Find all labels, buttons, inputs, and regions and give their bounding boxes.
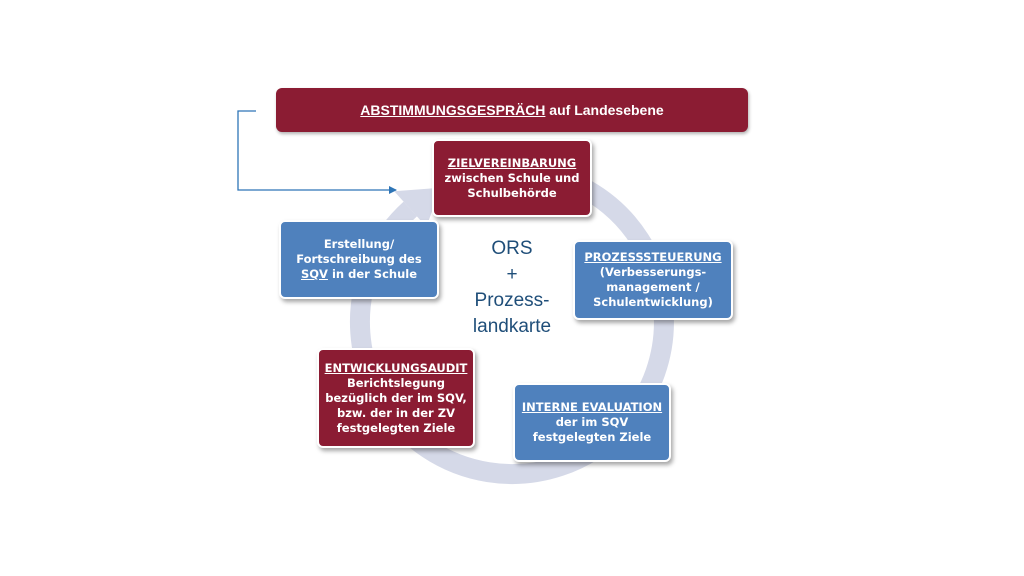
step-zielvereinbarung: ZIELVEREINBARUNG zwischen Schule und Sch…	[432, 139, 592, 217]
step-interne-evaluation: INTERNE EVALUATION der im SQV festgelegt…	[513, 383, 671, 462]
banner-title: ABSTIMMUNGSGESPRÄCH	[360, 102, 546, 118]
step-text-line: (Verbesserungs-	[599, 265, 707, 279]
cycle-arrowhead	[394, 187, 441, 227]
step-text-line: Berichtslegung	[346, 375, 446, 390]
banner-subtitle: auf Landesebene	[545, 102, 664, 118]
center-label: ORS + Prozess- landkarte	[456, 236, 568, 340]
step-text-line: festgelegten Ziele	[336, 420, 456, 435]
center-line-4: landkarte	[472, 316, 552, 337]
step-title: PROZESSSTEUERUNG	[584, 250, 722, 264]
step-text-line: Fortschreibung des	[296, 252, 422, 266]
step-title: ENTWICKLUNGSAUDIT	[324, 360, 468, 375]
step-text-line: bzw. der in der ZV	[337, 405, 455, 420]
step-text-rest: in der Schule	[327, 267, 418, 281]
step-text-line: SQV in der Schule	[301, 267, 417, 282]
center-line-2: +	[506, 264, 518, 285]
center-line-1: ORS	[491, 238, 533, 259]
feedback-arrow	[237, 110, 397, 194]
step-erstellung-sqv: Erstellung/ Fortschreibung des SQV in de…	[279, 220, 439, 299]
step-text-line: Erstellung/	[323, 237, 395, 251]
sqv-abbreviation: SQV	[300, 267, 328, 281]
step-text-line: management /	[606, 280, 700, 294]
banner-abstimmungsgespraech: ABSTIMMUNGSGESPRÄCH auf Landesebene	[276, 88, 748, 132]
step-prozesssteuerung: PROZESSSTEUERUNG (Verbesserungs- managem…	[573, 240, 733, 320]
step-title: INTERNE EVALUATION	[521, 400, 663, 414]
center-line-3: Prozess-	[474, 290, 550, 311]
step-title: ZIELVEREINBARUNG	[447, 155, 577, 170]
step-text-line: Schulbehörde	[467, 185, 557, 200]
step-text-line: zwischen Schule und	[444, 170, 580, 185]
step-text-line: festgelegten Ziele	[532, 430, 652, 444]
cycle-arrow	[350, 160, 674, 484]
cycle-ring	[350, 160, 674, 484]
step-entwicklungsaudit: ENTWICKLUNGSAUDIT Berichtslegung bezügli…	[317, 348, 475, 448]
step-text-line: der im SQV	[555, 415, 629, 429]
step-text-line: bezüglich der im SQV,	[325, 390, 467, 405]
step-text-line: Schulentwicklung)	[593, 295, 713, 309]
